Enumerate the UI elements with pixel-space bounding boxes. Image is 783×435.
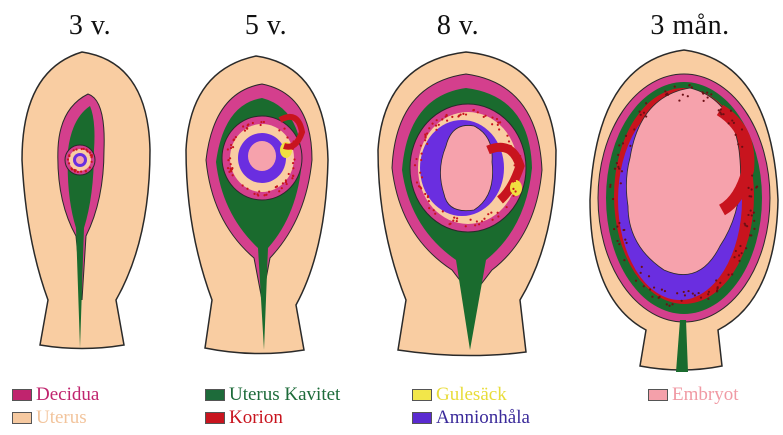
decidua-swatch	[12, 389, 32, 401]
legend-label-korion: Korion	[229, 407, 283, 429]
uterus-kavitet-swatch	[205, 389, 225, 401]
stage-label-3-weeks: 3 v.	[20, 10, 160, 42]
uterus-5-weeks	[186, 56, 328, 354]
legend-label-gulesack: Gulesäck	[436, 384, 507, 406]
korion-swatch	[205, 412, 225, 424]
stage-label-3-months: 3 mån.	[620, 10, 760, 42]
embryo	[440, 125, 492, 210]
uterus-3-months	[590, 50, 778, 372]
legend-label-amnionhala: Amnionhåla	[436, 407, 530, 429]
legend-item-embryot: Embryot	[648, 384, 739, 406]
legend-item-uterus-kavitet: Uterus Kavitet	[205, 384, 340, 406]
legend-item-uterus: Uterus	[12, 407, 87, 429]
legend-item-gulesack: Gulesäck	[412, 384, 507, 406]
legend-item-decidua: Decidua	[12, 384, 99, 406]
legend-item-korion: Korion	[205, 407, 283, 429]
gulesack-swatch	[412, 389, 432, 401]
uterus-swatch	[12, 412, 32, 424]
legend-item-amnionhala: Amnionhåla	[412, 407, 530, 429]
embryo	[76, 156, 84, 164]
yolk-sac	[510, 180, 522, 196]
amnionhala-swatch	[412, 412, 432, 424]
stage-label-8-weeks: 8 v.	[388, 10, 528, 42]
legend-label-uterus-kavitet: Uterus Kavitet	[229, 384, 340, 406]
embryo	[248, 141, 276, 171]
legend-label-decidua: Decidua	[36, 384, 99, 406]
uterus-8-weeks	[378, 52, 556, 356]
legend-label-uterus: Uterus	[36, 407, 87, 429]
uterus-3-weeks	[22, 52, 150, 349]
stage-label-5-weeks: 5 v.	[196, 10, 336, 42]
legend-label-embryot: Embryot	[672, 384, 739, 406]
embryot-swatch	[648, 389, 668, 401]
